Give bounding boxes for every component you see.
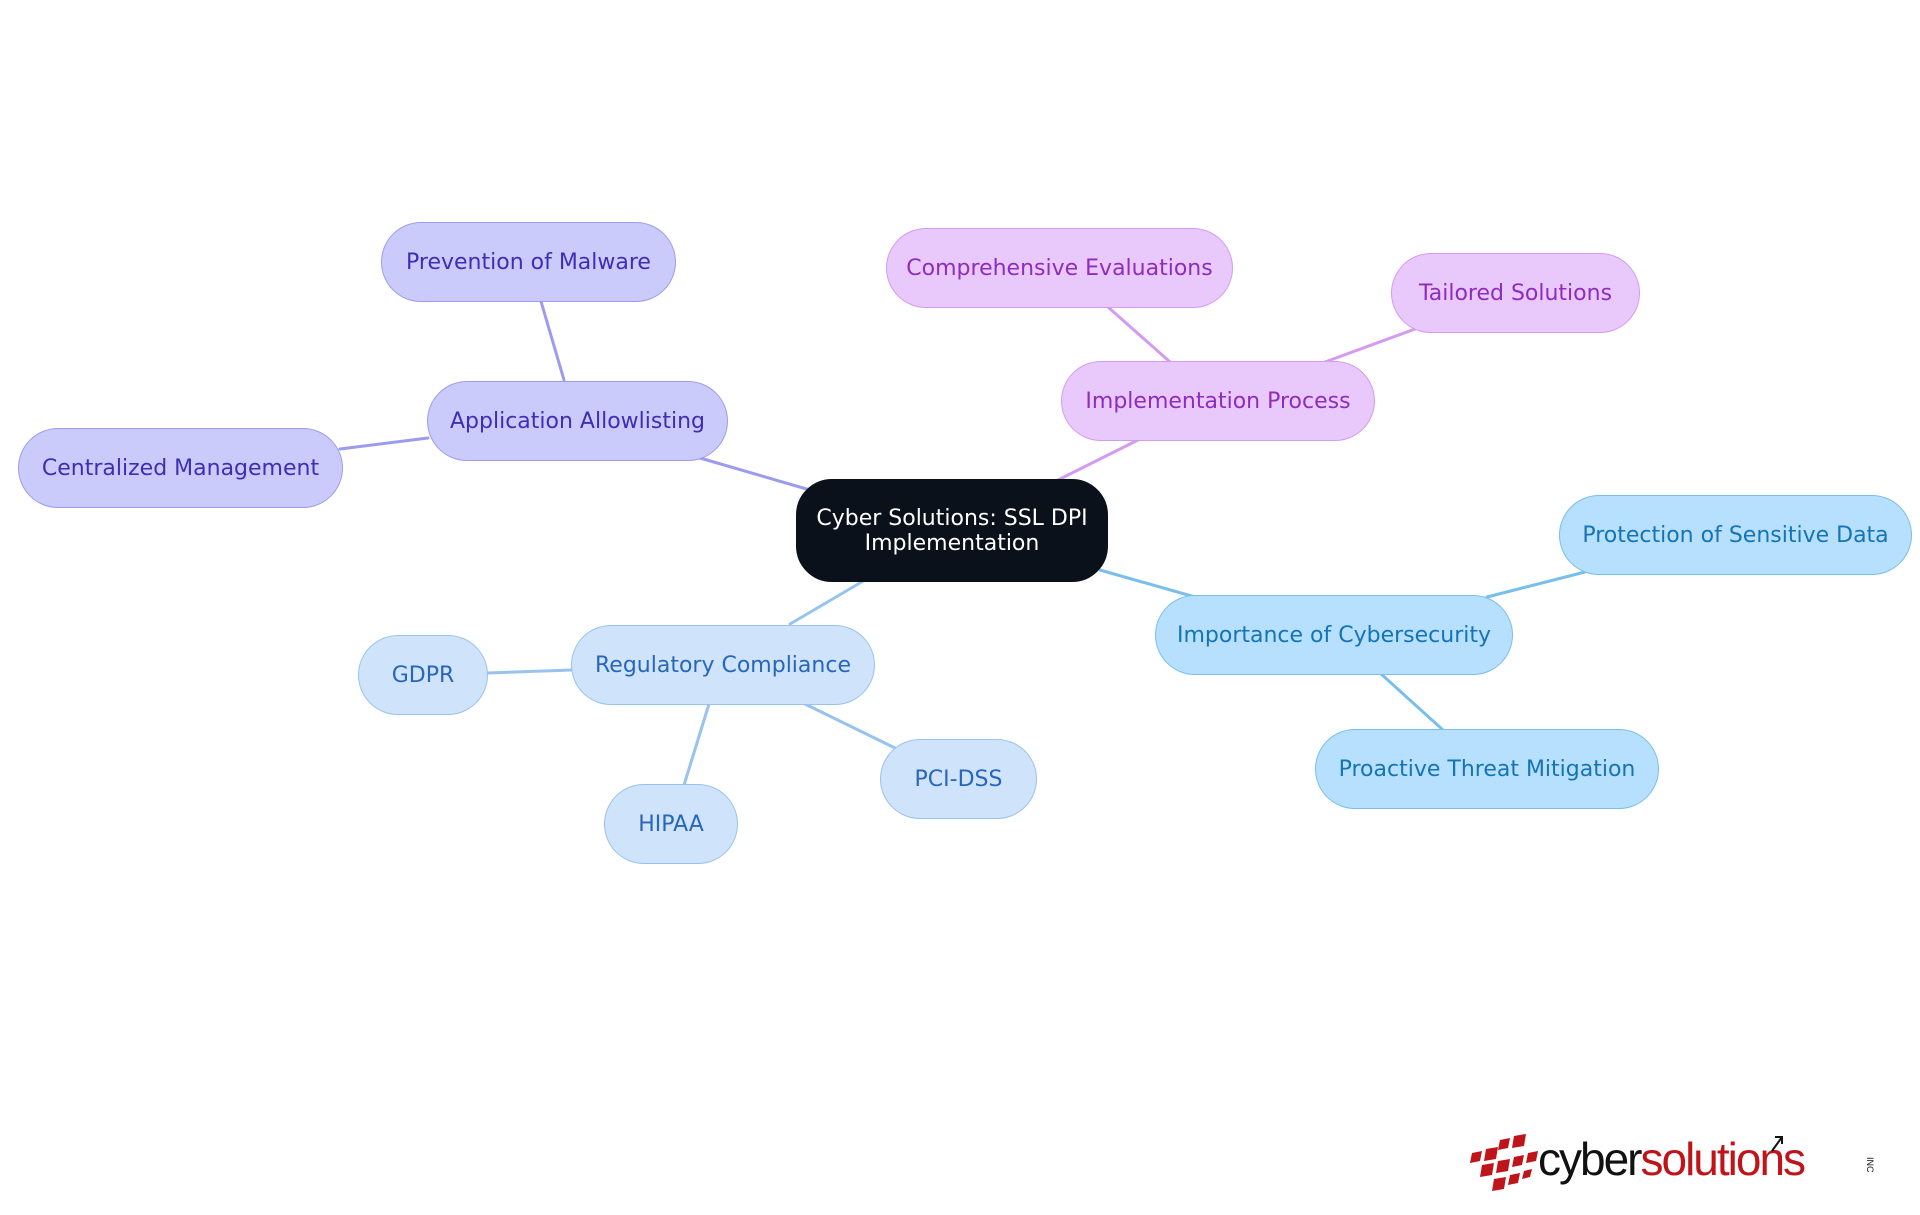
node-label: Proactive Threat Mitigation: [1338, 756, 1636, 782]
node-label: HIPAA: [638, 811, 704, 837]
edge-root-allowlisting: [698, 456, 812, 492]
node-comprehensive-evaluations[interactable]: Comprehensive Evaluations: [886, 228, 1233, 308]
node-application-allowlisting[interactable]: Application Allowlisting: [427, 381, 728, 461]
node-centralized-management[interactable]: Centralized Management: [18, 428, 343, 508]
edge-compliance-pcidss: [803, 702, 897, 750]
edge-importance-protection: [1485, 570, 1587, 599]
node-label: Comprehensive Evaluations: [906, 255, 1213, 281]
edge-compliance-hipaa: [682, 702, 711, 787]
edge-root-implementation: [1056, 437, 1142, 482]
edge-importance-proactive: [1378, 671, 1445, 732]
root-label: Cyber Solutions: SSL DPI Implementation: [816, 505, 1088, 556]
node-label: PCI-DSS: [914, 766, 1003, 792]
node-label: Application Allowlisting: [450, 408, 705, 434]
node-pci-dss[interactable]: PCI-DSS: [880, 739, 1037, 819]
node-label: Prevention of Malware: [406, 249, 651, 275]
edge-root-compliance: [788, 578, 867, 626]
node-label: Centralized Management: [41, 455, 320, 481]
node-hipaa[interactable]: HIPAA: [604, 784, 738, 864]
node-label: Importance of Cybersecurity: [1176, 622, 1492, 648]
node-implementation-process[interactable]: Implementation Process: [1061, 361, 1375, 441]
edge-implementation-tailored: [1323, 327, 1417, 364]
edge-allowlisting-malware: [538, 296, 566, 382]
node-prevention-of-malware[interactable]: Prevention of Malware: [381, 222, 676, 302]
edge-root-importance: [1098, 568, 1197, 599]
cybersolutions-logo: cybersolutions INC: [1470, 1133, 1875, 1191]
node-proactive-threat-mitigation[interactable]: Proactive Threat Mitigation: [1315, 729, 1659, 809]
node-tailored-solutions[interactable]: Tailored Solutions: [1391, 253, 1640, 333]
edge-allowlisting-centralized: [338, 436, 430, 451]
logo-mark-icon: [1470, 1134, 1538, 1191]
logo-suffix: INC: [1865, 1157, 1875, 1173]
node-importance-of-cybersecurity[interactable]: Importance of Cybersecurity: [1155, 595, 1513, 675]
node-regulatory-compliance[interactable]: Regulatory Compliance: [571, 625, 875, 705]
root-node[interactable]: Cyber Solutions: SSL DPI Implementation: [796, 479, 1108, 582]
node-label: Protection of Sensitive Data: [1582, 522, 1889, 548]
node-label: GDPR: [391, 662, 455, 688]
logo-text-cyber: cyber: [1538, 1133, 1642, 1185]
node-gdpr[interactable]: GDPR: [358, 635, 488, 715]
logo-arrow-icon: [1771, 1136, 1783, 1152]
node-protection-of-sensitive-data[interactable]: Protection of Sensitive Data: [1559, 495, 1912, 575]
node-label: Implementation Process: [1085, 388, 1351, 414]
node-label: Tailored Solutions: [1418, 280, 1613, 306]
svg-text:cybersolutions: cybersolutions: [1538, 1133, 1805, 1185]
edge-compliance-gdpr: [485, 668, 574, 675]
node-label: Regulatory Compliance: [595, 652, 851, 678]
edge-implementation-evaluations: [1106, 305, 1172, 364]
